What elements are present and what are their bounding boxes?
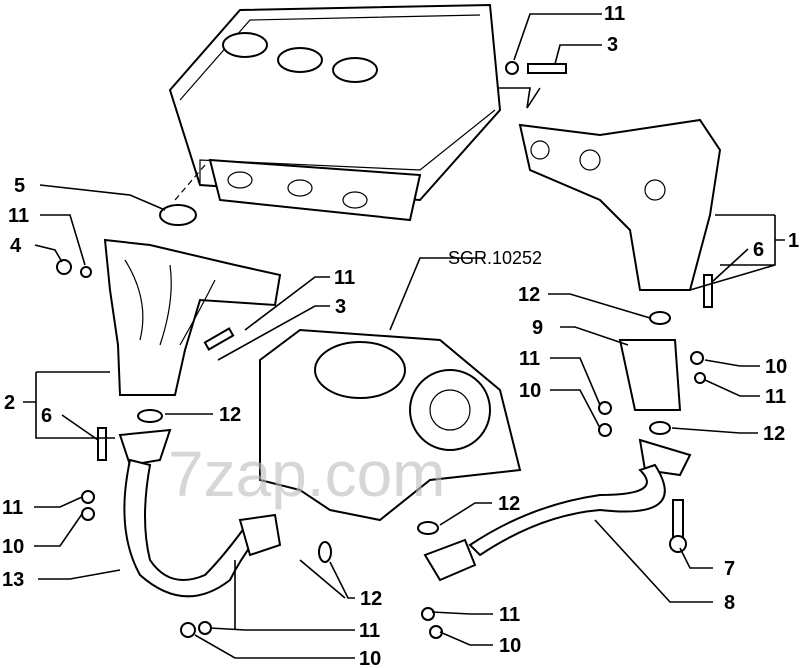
- callout-11: 11: [334, 267, 355, 289]
- callout-11: 11: [499, 604, 520, 626]
- callout-2: 2: [4, 392, 15, 414]
- callout-11: 11: [8, 205, 29, 227]
- gasket-5: [159, 204, 197, 226]
- callout-8: 8: [724, 592, 735, 614]
- callout-3: 3: [607, 34, 618, 56]
- callout-12: 12: [360, 588, 382, 610]
- callout-10: 10: [765, 356, 787, 378]
- callout-12: 12: [219, 404, 241, 426]
- callout-10: 10: [499, 635, 521, 657]
- callout-13: 13: [2, 569, 24, 591]
- callout-4: 4: [10, 235, 22, 257]
- exhaust-manifold-left: [103, 238, 282, 396]
- watermark: 7zap.com: [168, 438, 445, 510]
- callout-11: 11: [604, 3, 625, 25]
- callout-10: 10: [2, 536, 24, 558]
- cylinder-head-drawing: [168, 3, 502, 222]
- callout-3: 3: [335, 296, 346, 318]
- front-pipe-13: [118, 428, 282, 598]
- exhaust-manifold-right: [518, 118, 722, 291]
- nut-11-top: [505, 61, 519, 75]
- callout-6: 6: [41, 405, 52, 427]
- callout-11: 11: [359, 620, 380, 642]
- reference-code: SGR.10252: [448, 248, 542, 268]
- flange-9: [618, 339, 682, 411]
- callout-5: 5: [14, 175, 25, 197]
- bolt-3-top: [527, 63, 567, 74]
- callout-7: 7: [724, 558, 735, 580]
- callout-10: 10: [359, 648, 381, 668]
- callout-6: 6: [753, 239, 764, 261]
- callout-12: 12: [518, 284, 540, 306]
- turbocharger-drawing: [259, 328, 522, 522]
- callout-1: 1: [788, 230, 799, 252]
- callout-11: 11: [519, 348, 540, 370]
- callout-9: 9: [532, 317, 543, 339]
- callout-12: 12: [763, 423, 785, 445]
- callout-12: 12: [498, 493, 520, 515]
- leader-lines: [23, 13, 785, 659]
- front-pipe-8: [423, 438, 692, 582]
- callout-labels: 11 3 5 11 4 11 3 12 9 11 10 10 11 12 1 6…: [2, 3, 799, 668]
- callout-10: 10: [519, 380, 541, 402]
- callout-11: 11: [2, 497, 23, 519]
- callout-11: 11: [765, 386, 786, 408]
